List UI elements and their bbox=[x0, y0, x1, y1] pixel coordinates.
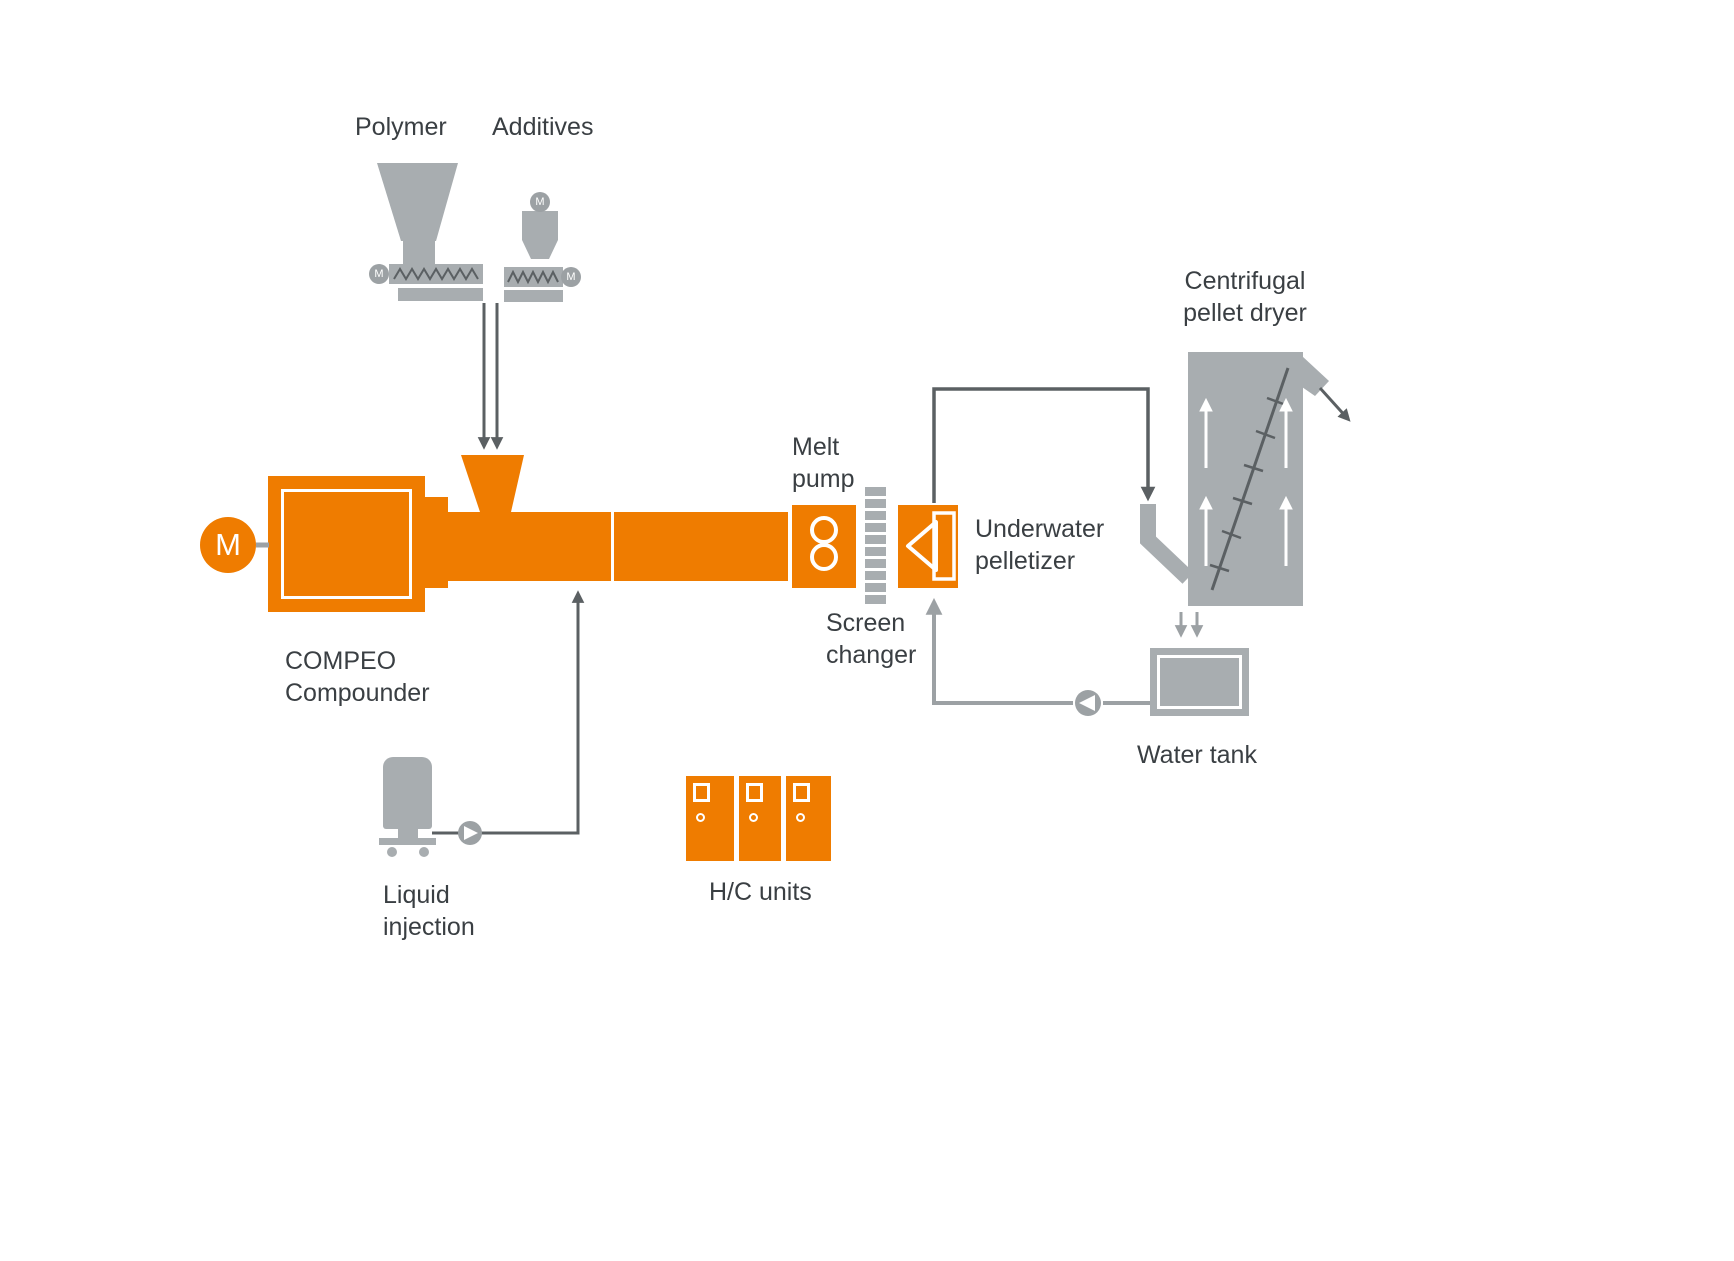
hc-unit bbox=[686, 776, 734, 861]
screen-changer-plate bbox=[865, 487, 886, 606]
melt-pump-block bbox=[792, 505, 856, 588]
liquid-pump-icon bbox=[458, 821, 482, 845]
motor-letter: M bbox=[566, 271, 576, 283]
water-tank-frame bbox=[1157, 655, 1242, 709]
hc-unit-display bbox=[693, 783, 710, 802]
liquid-tank-stem bbox=[398, 829, 418, 838]
extruder-barrel bbox=[448, 512, 788, 581]
feed-arrows bbox=[477, 303, 504, 450]
hc-unit-display bbox=[746, 783, 763, 802]
feeder-screw-icon bbox=[393, 267, 479, 281]
dryer-outlet-arrow bbox=[1318, 386, 1351, 422]
liquid-tank-base bbox=[379, 838, 436, 845]
hc-unit-knob bbox=[696, 813, 705, 822]
label-compeo-compounder: COMPEO Compounder bbox=[285, 647, 430, 707]
label-polymer: Polymer bbox=[355, 113, 447, 141]
liquid-tank bbox=[383, 757, 432, 829]
slurry-pipe bbox=[932, 387, 1156, 503]
gearbox-frame bbox=[281, 489, 412, 599]
water-tank-body bbox=[1150, 648, 1249, 716]
label-melt-pump: Melt pump bbox=[792, 433, 855, 493]
label-additives: Additives bbox=[492, 113, 594, 141]
barrel-seam bbox=[611, 512, 614, 581]
melt-pump-gear-icon bbox=[810, 543, 838, 571]
compounder-gearbox bbox=[268, 476, 425, 612]
hc-unit bbox=[786, 776, 831, 861]
motor-letter: M bbox=[374, 268, 384, 280]
dryer-outlet-chute bbox=[1302, 356, 1329, 396]
label-centrifugal-pellet-dryer: Centrifugal pellet dryer bbox=[1183, 267, 1307, 327]
centrifugal-dryer-body bbox=[1188, 352, 1303, 606]
polymer-feeder-motor-icon: M bbox=[369, 264, 389, 284]
main-motor: M bbox=[200, 517, 256, 573]
hc-unit-knob bbox=[796, 813, 805, 822]
water-pump-icon bbox=[1075, 690, 1101, 716]
pellet-drop-arrows bbox=[1174, 612, 1204, 638]
motor-letter: M bbox=[535, 196, 545, 208]
label-underwater-pelletizer: Underwater pelletizer bbox=[975, 515, 1105, 575]
liquid-injection-circuit bbox=[432, 590, 585, 845]
melt-pump-gear-icon bbox=[810, 516, 838, 544]
additives-refill-motor-icon: M bbox=[530, 192, 550, 212]
dryer-inlet-duct bbox=[1140, 504, 1194, 584]
polymer-feeder bbox=[377, 163, 483, 301]
hc-unit-display bbox=[793, 783, 810, 802]
hc-unit-knob bbox=[749, 813, 758, 822]
feed-funnel bbox=[461, 455, 524, 512]
gearbox-coupling bbox=[425, 497, 448, 588]
main-motor-letter: M bbox=[215, 527, 241, 562]
water-circuit bbox=[925, 597, 1150, 716]
trolley-wheel-icon bbox=[387, 847, 397, 857]
label-screen-changer: Screen changer bbox=[826, 609, 917, 669]
underwater-pelletizer-block bbox=[898, 505, 958, 588]
trolley-wheel-icon bbox=[419, 847, 429, 857]
label-water-tank: Water tank bbox=[1137, 741, 1257, 769]
feeder-screw-icon bbox=[507, 269, 559, 285]
label-liquid-injection: Liquid injection bbox=[383, 881, 475, 941]
label-hc-units: H/C units bbox=[709, 878, 812, 906]
additives-feeder bbox=[504, 211, 563, 302]
hc-unit bbox=[739, 776, 781, 861]
additives-feeder-motor-icon: M bbox=[561, 267, 581, 287]
